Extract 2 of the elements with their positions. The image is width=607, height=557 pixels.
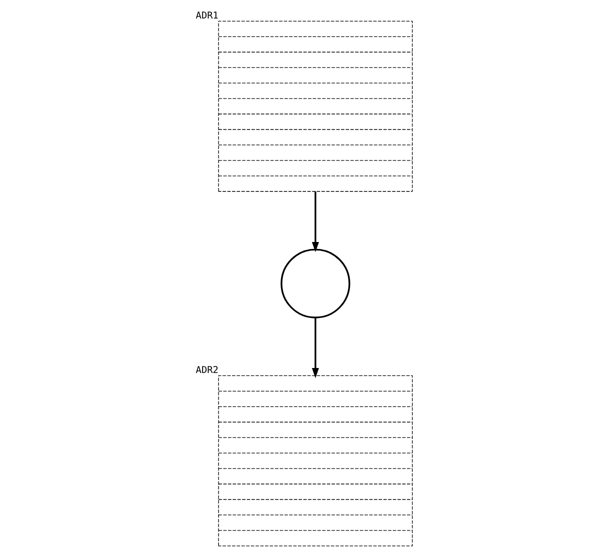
node-label: ADR2 (195, 364, 218, 376)
node-label: ADR1 (195, 10, 218, 22)
